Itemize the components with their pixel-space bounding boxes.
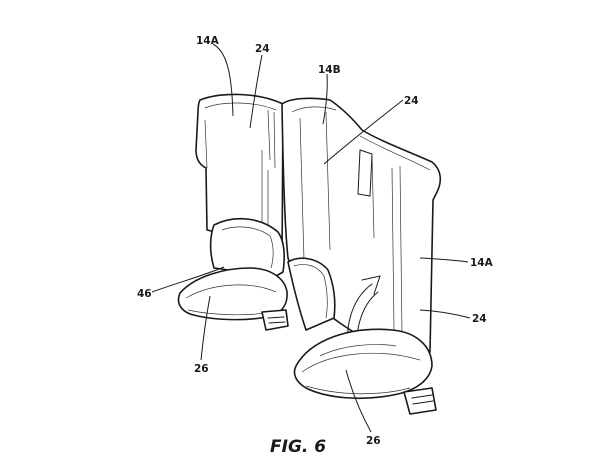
label-14a-top: 14A xyxy=(196,35,220,47)
label-24-top-left: 24 xyxy=(255,43,270,55)
label-14a-right: 14A xyxy=(470,257,494,269)
leader-lines xyxy=(151,43,471,433)
left-seat xyxy=(177,93,289,331)
right-seat-cushion xyxy=(287,257,336,331)
right-seat xyxy=(281,97,442,415)
left-seat-cushion xyxy=(209,217,285,283)
label-24-top-right: 24 xyxy=(404,95,419,107)
label-14b: 14B xyxy=(318,64,341,76)
label-26-bottom: 26 xyxy=(366,435,381,447)
right-seat-latch xyxy=(403,387,437,415)
label-46: 46 xyxy=(137,288,152,300)
label-24-right: 24 xyxy=(472,313,487,325)
figure-caption: FIG. 6 xyxy=(270,437,326,457)
left-seat-latch xyxy=(261,309,289,331)
label-26-left: 26 xyxy=(194,363,209,375)
right-seat-base xyxy=(293,328,433,400)
left-seat-base xyxy=(177,267,288,321)
